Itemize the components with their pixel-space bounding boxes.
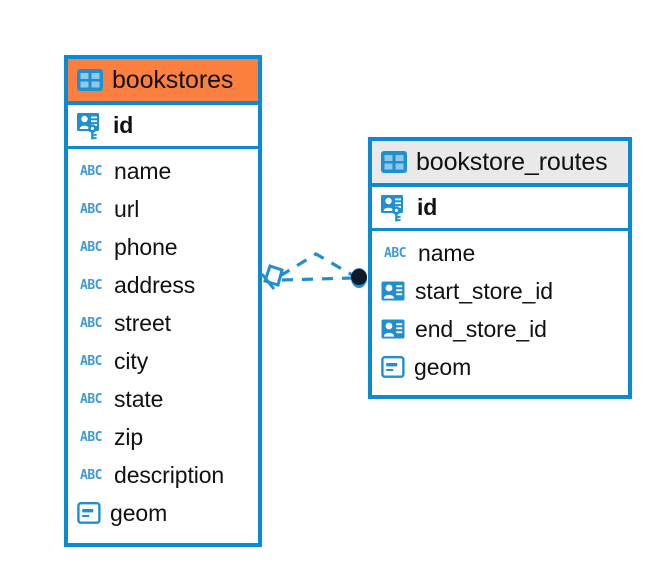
field-row-description[interactable]: ABC description [68, 456, 258, 494]
field-list-bookstores: ABC name ABC url ABC phone ABC address A… [68, 149, 258, 536]
entity-title: bookstores [112, 65, 234, 94]
field-row-state[interactable]: ABC state [68, 380, 258, 418]
field-label: address [114, 271, 196, 298]
field-label: phone [114, 233, 178, 260]
primary-key-icon [77, 112, 104, 140]
field-label: state [114, 385, 164, 412]
entity-title: bookstore_routes [416, 147, 608, 176]
field-row-zip[interactable]: ABC zip [68, 418, 258, 456]
text-type-icon: ABC [80, 277, 102, 293]
text-type-icon: ABC [80, 391, 102, 407]
diamond-crowfoot-marker [260, 264, 284, 290]
text-type-icon: ABC [80, 429, 102, 445]
field-label: end_store_id [415, 315, 547, 342]
text-type-icon: ABC [80, 201, 102, 217]
field-label: name [114, 157, 172, 184]
text-type-icon: ABC [80, 163, 102, 179]
field-row-name[interactable]: ABC name [68, 152, 258, 190]
geometry-type-icon [381, 356, 405, 378]
field-row-primary-key[interactable]: id [372, 187, 628, 231]
field-row-address[interactable]: ABC address [68, 266, 258, 304]
field-row-street[interactable]: ABC street [68, 304, 258, 342]
foreign-key-icon [381, 280, 406, 302]
entity-header-bookstore-routes[interactable]: bookstore_routes [372, 141, 628, 187]
field-label: geom [110, 499, 168, 526]
field-label: city [114, 347, 149, 374]
field-label: zip [114, 423, 144, 450]
field-label: name [418, 239, 476, 266]
field-label: street [114, 309, 171, 336]
field-label: description [114, 461, 225, 488]
field-row-geom[interactable]: geom [372, 348, 628, 386]
field-label: geom [414, 353, 472, 380]
table-icon [77, 69, 103, 91]
entity-header-bookstores[interactable]: bookstores [68, 59, 258, 105]
relationship-line-straight [281, 276, 355, 282]
field-row-url[interactable]: ABC url [68, 190, 258, 228]
field-label: start_store_id [415, 277, 553, 304]
entity-bookstores[interactable]: bookstores [64, 55, 262, 547]
field-row-start-store-id[interactable]: start_store_id [372, 272, 628, 310]
field-row-phone[interactable]: ABC phone [68, 228, 258, 266]
field-row-primary-key[interactable]: id [68, 105, 258, 149]
field-row-geom[interactable]: geom [68, 494, 258, 532]
field-label: id [417, 194, 438, 220]
text-type-icon: ABC [80, 315, 102, 331]
primary-key-icon [381, 194, 408, 222]
field-label: id [113, 112, 134, 138]
field-row-end-store-id[interactable]: end_store_id [372, 310, 628, 348]
text-type-icon: ABC [384, 245, 406, 261]
filled-circle-marker [351, 268, 367, 288]
field-row-name[interactable]: ABC name [372, 234, 628, 272]
field-row-city[interactable]: ABC city [68, 342, 258, 380]
entity-bookstore-routes[interactable]: bookstore_routes [368, 137, 632, 399]
foreign-key-icon [381, 318, 406, 340]
text-type-icon: ABC [80, 239, 102, 255]
text-type-icon: ABC [80, 353, 102, 369]
field-label: url [114, 195, 140, 222]
geometry-type-icon [77, 502, 101, 524]
field-list-bookstore-routes: ABC name start_store_id [372, 231, 628, 390]
text-type-icon: ABC [80, 467, 102, 483]
table-icon [381, 151, 407, 173]
relationship-line-arc [279, 252, 355, 278]
relationship-connector[interactable] [258, 240, 370, 310]
